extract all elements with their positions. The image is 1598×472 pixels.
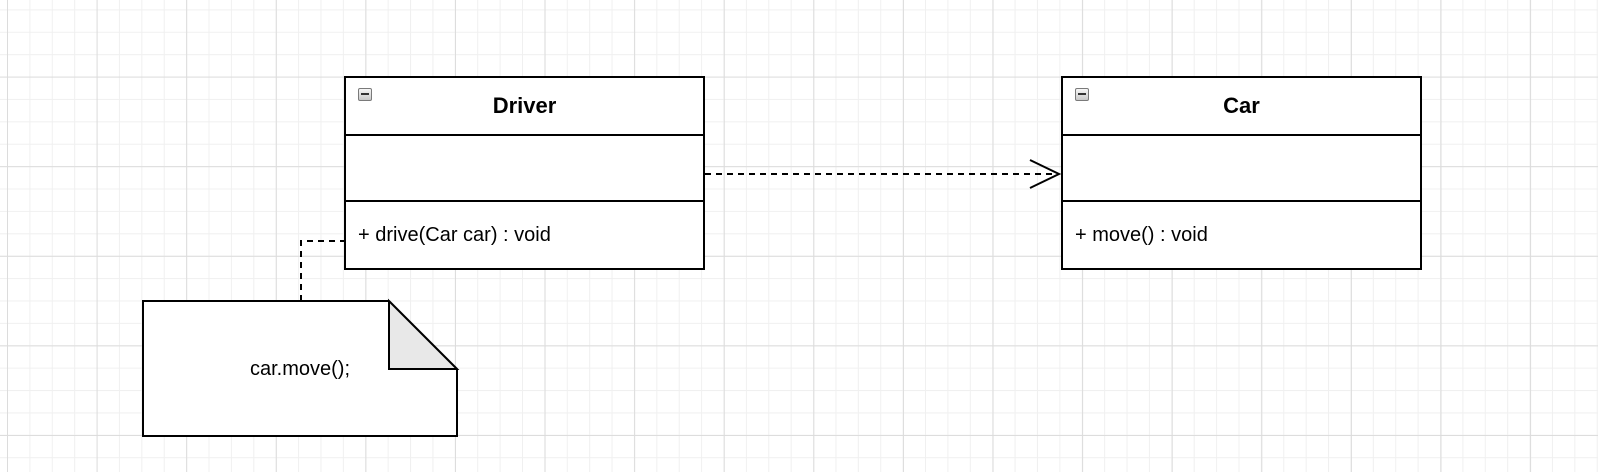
class-car-attributes[interactable]	[1063, 136, 1420, 202]
class-car[interactable]: Car + move() : void	[1061, 76, 1422, 270]
collapse-icon[interactable]	[358, 88, 372, 101]
class-car-header[interactable]: Car	[1063, 78, 1420, 136]
collapse-icon[interactable]	[1075, 88, 1089, 101]
class-car-name: Car	[1223, 93, 1260, 118]
class-driver-header[interactable]: Driver	[346, 78, 703, 136]
class-car-methods[interactable]: + move() : void	[1063, 202, 1420, 268]
note-fold-corner	[388, 298, 460, 370]
method-drive: + drive(Car car) : void	[358, 223, 551, 246]
note-shape[interactable]	[142, 300, 458, 437]
method-move: + move() : void	[1075, 223, 1208, 246]
open-arrowhead	[1029, 159, 1062, 189]
class-driver-methods[interactable]: + drive(Car car) : void	[346, 202, 703, 268]
class-driver-attributes[interactable]	[346, 136, 703, 202]
class-driver[interactable]: Driver + drive(Car car) : void	[344, 76, 705, 270]
class-driver-name: Driver	[492, 93, 557, 118]
note-link-line[interactable]	[300, 240, 345, 301]
note-text: car.move();	[249, 357, 351, 380]
